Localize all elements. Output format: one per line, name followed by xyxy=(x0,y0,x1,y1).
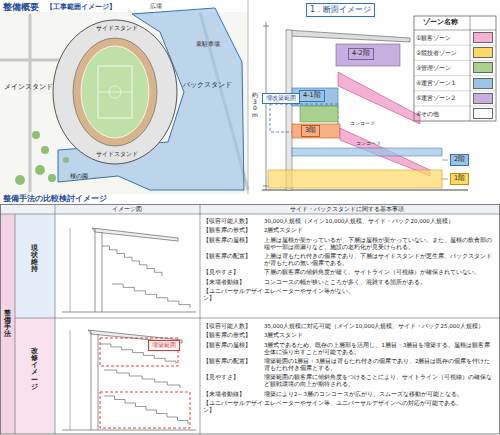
item-text: 30,000人規模（メイン10,000人規模、サイド・バック20,000人規模） xyxy=(264,218,496,225)
seat-steps xyxy=(104,396,188,424)
node-text: 1階 xyxy=(454,175,465,183)
map-label: ゾーン名称 xyxy=(423,19,458,27)
table-rule xyxy=(414,75,496,76)
map-label: サイド・バックスタンドに関する基本事項 xyxy=(290,206,404,213)
legend-text: ⑤運営ゾーン2 xyxy=(416,94,455,101)
item-heading: 【ユニバーサルデザイン】 xyxy=(203,288,263,302)
item-text: 上層は屋根が架かっているが、下層は屋根が架かっていない。また、屋根の飲食部の端や… xyxy=(264,237,496,251)
map-label: コンコース xyxy=(350,120,375,126)
zone-box: 1階 xyxy=(450,173,469,185)
node-text: 3階 xyxy=(305,127,316,135)
item-heading: 【収容可能人数】 xyxy=(203,323,263,330)
zone-box: 1．断面イメージ xyxy=(306,3,375,17)
legend-swatch xyxy=(473,78,493,89)
table-rule xyxy=(414,45,496,46)
map-label: 広場 xyxy=(150,2,162,9)
seat-steps xyxy=(102,246,162,276)
map-label: サイドスタンド xyxy=(96,24,138,31)
item-heading: 【ユニバーサルデザイン】 xyxy=(203,400,263,414)
item-heading: 【来場者動線】 xyxy=(203,279,263,286)
table-rule xyxy=(414,60,496,61)
item-heading: 【見やすさ】 xyxy=(203,269,263,276)
map-label: メインスタンド xyxy=(4,84,53,92)
node-text: 1．断面イメージ xyxy=(310,5,371,15)
item-heading: 【観客席の配置】 xyxy=(203,253,263,260)
legend-text: ③管理ゾーン xyxy=(416,64,451,71)
item-heading: 【観客席の形式】 xyxy=(203,332,263,339)
zone-box: 増改築範囲 xyxy=(262,93,300,104)
item-heading: 【観客席の配置】 xyxy=(203,358,263,365)
map-label: 整備手法の比較検討イメージ xyxy=(3,194,107,204)
map-label: 約30m xyxy=(252,92,258,118)
item-heading: 【来場者動線】 xyxy=(203,391,263,398)
item-text: 35,000人規模に対応可能（メイン10,000人規模、サイド・バック25,00… xyxy=(264,323,496,330)
map-label: サイドスタンド xyxy=(96,150,138,157)
legend-swatch xyxy=(473,108,493,119)
legend-text: ②競技者ゾーン xyxy=(416,49,457,56)
seat-steps xyxy=(112,284,190,308)
item-text: エレベーターやサイン等、ユニバーサルデザインへの対応が可能である。 xyxy=(264,400,496,407)
map-label: 東駐車場 xyxy=(196,40,220,47)
item-text: 上層は背もたれ付きの個席であり、下層はサイドスタンドが芝生席、バックスタンドが背… xyxy=(264,253,496,267)
zone-box: 4-2階 xyxy=(348,48,374,60)
seat-steps xyxy=(104,370,180,388)
table-rule xyxy=(414,90,496,91)
map-label: 現状維持 xyxy=(31,245,38,274)
item-text: エレベーターやサイン等がない。 xyxy=(264,288,496,295)
legend-swatch xyxy=(473,93,493,104)
item-heading: 【観客席の屋根】 xyxy=(203,342,263,349)
legend-text: ④運営ゾーン1 xyxy=(416,79,455,86)
item-text: コンコースの幅が狭いところが多く、混雑する箇所がある。 xyxy=(264,279,496,286)
zone-box: 4-1階 xyxy=(299,90,325,102)
item-text: 3層式であるため、既存の上層部を活用し、1層目・3層目を増築する。屋根は観客席全… xyxy=(264,342,496,356)
table-rule xyxy=(414,106,496,107)
node-text: 4-2階 xyxy=(352,50,370,58)
zone-box: 3階 xyxy=(301,125,320,137)
map-label: 整備手法 xyxy=(4,310,11,339)
item-text: 2層式スタンド xyxy=(264,227,496,234)
item-text: 増築により2～3層のコンコースが広がり、スムーズな移動が可能となる。 xyxy=(264,391,496,398)
map-label: バックスタンド xyxy=(183,82,232,90)
zone-box: 2階 xyxy=(450,154,469,166)
legend-text: ①観客ゾーン xyxy=(416,34,451,41)
map-label: コンコース xyxy=(356,140,381,146)
item-text: 3層式スタンド xyxy=(264,332,496,339)
item-text: 下層の観客席の傾斜角度が緩く、サイトライン（可視線）が確保されていない。 xyxy=(264,269,496,276)
item-heading: 【収容可能人数】 xyxy=(203,218,263,225)
item-text: 増築範囲の1層目・3層目は背もたれ付きの個席であり、2層目は既存の個席を付けた背… xyxy=(264,358,496,372)
legend-swatch xyxy=(473,32,493,43)
legend-swatch xyxy=(473,47,493,58)
map-label: 桜の園 xyxy=(70,172,88,179)
map-label: 整備概要 xyxy=(3,2,39,13)
node-text: 2階 xyxy=(454,156,465,164)
map-label: イメージ図 xyxy=(112,206,142,213)
map-label: 【工事範囲イメージ】 xyxy=(46,3,116,11)
item-heading: 【見やすさ】 xyxy=(203,374,263,381)
item-heading: 【観客席の屋根】 xyxy=(203,237,263,244)
legend-swatch xyxy=(473,62,493,73)
map-label: 改修イメージ xyxy=(31,348,38,391)
zone-box: 増築範囲 xyxy=(148,340,180,351)
legend-text: ⑥その他 xyxy=(416,110,439,117)
item-heading: 【観客席の形式】 xyxy=(203,227,263,234)
node-text: 増築範囲 xyxy=(152,342,176,349)
item-text: 増築範囲の観客席に傾斜角度をつけることにより、サイトライン（可視線）の確保など観… xyxy=(264,374,496,388)
node-text: 増改築範囲 xyxy=(266,95,296,102)
node-text: 4-1階 xyxy=(303,92,321,100)
